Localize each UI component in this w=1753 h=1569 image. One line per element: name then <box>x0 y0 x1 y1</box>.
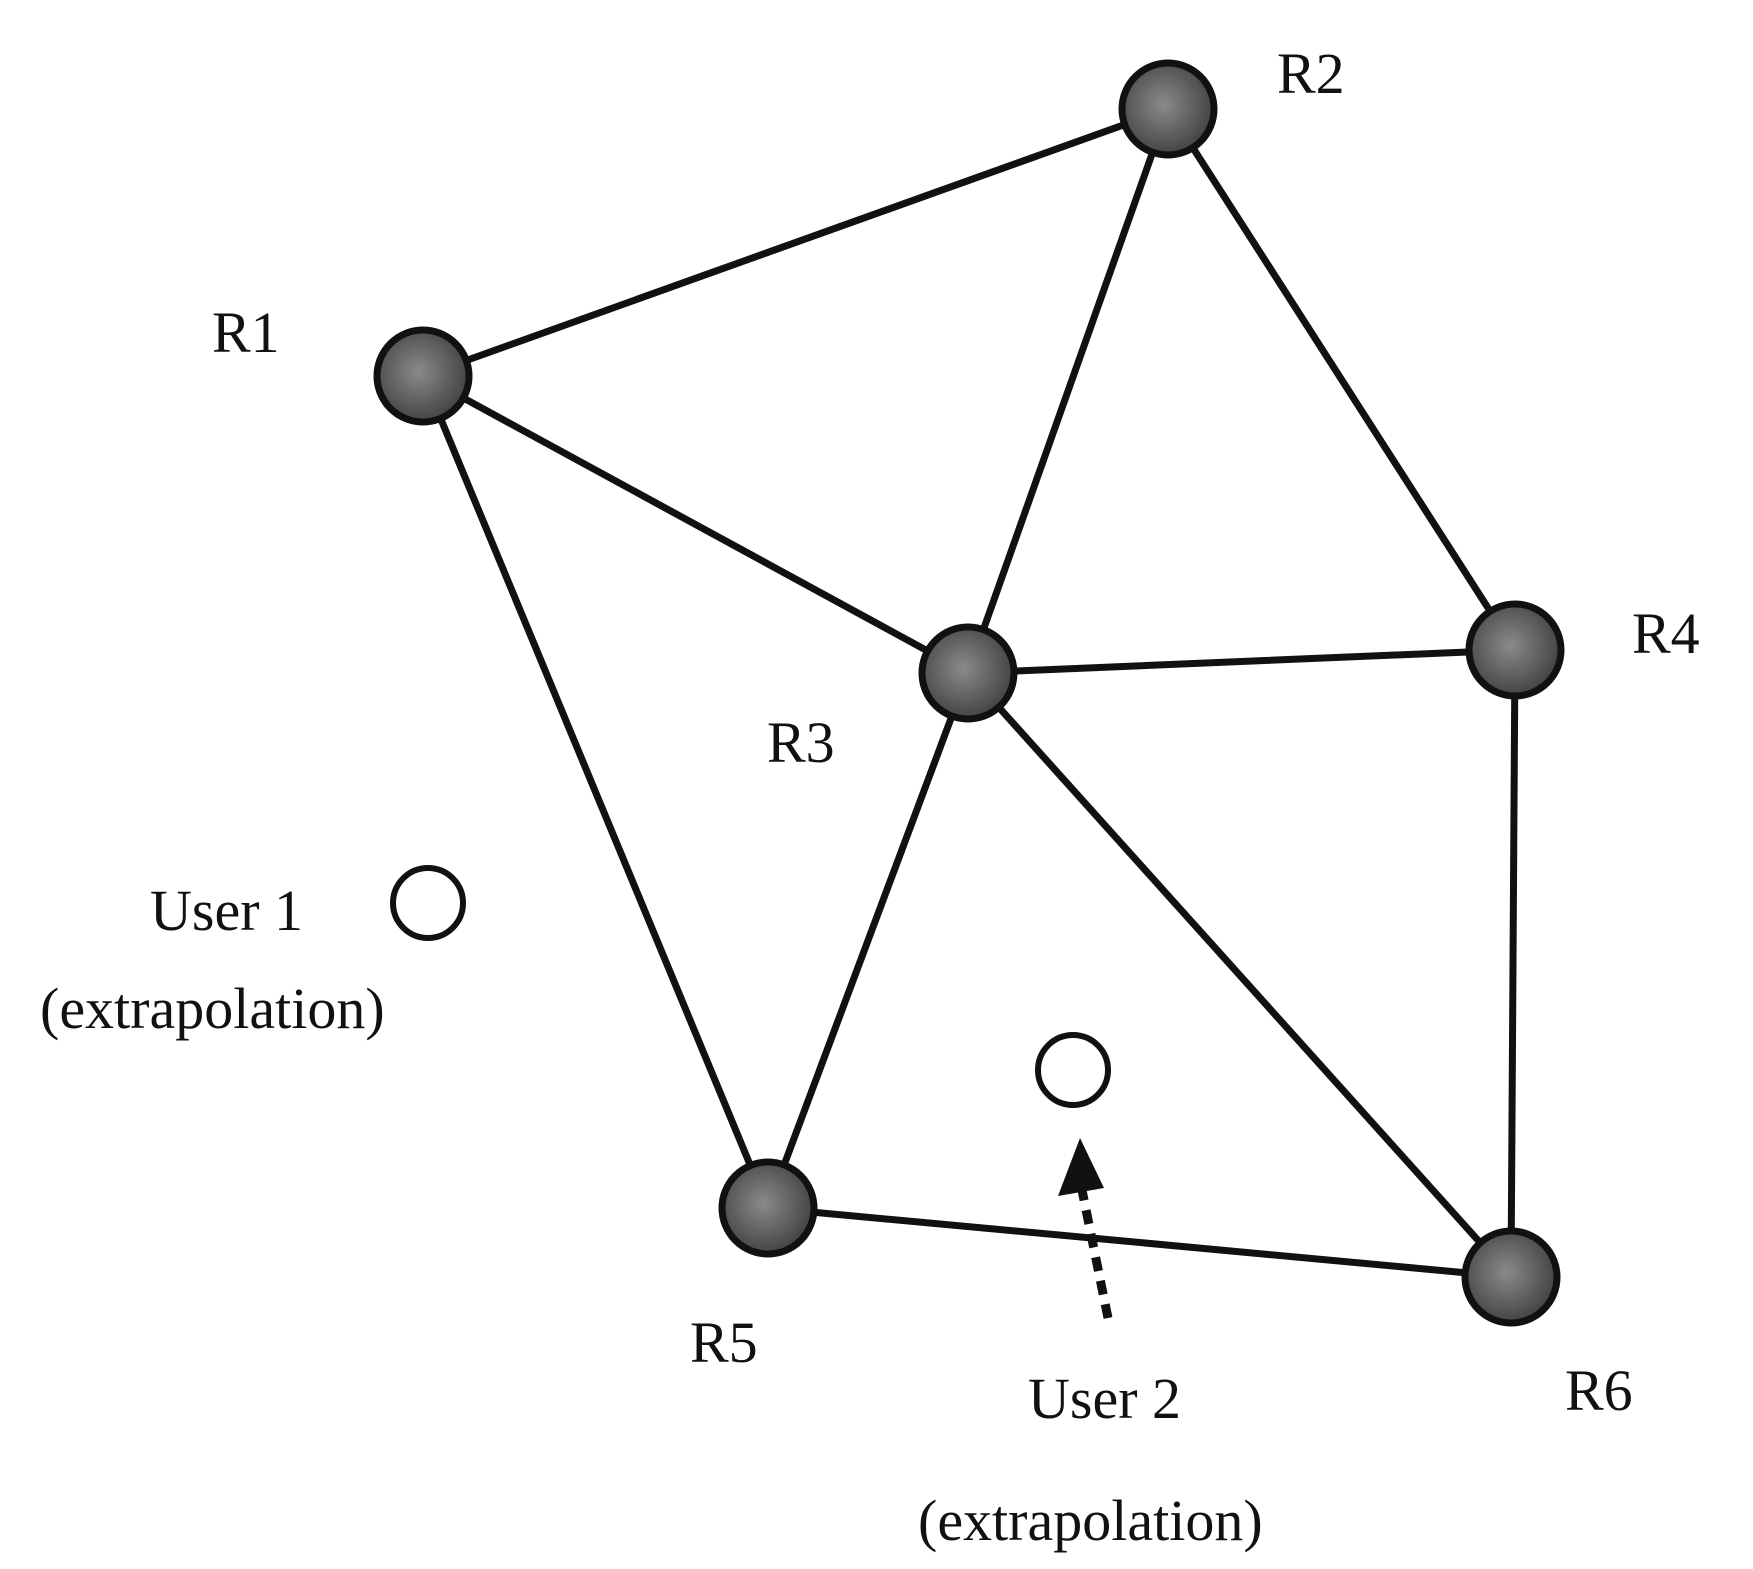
router-label-r5: R5 <box>690 1310 758 1375</box>
routers-group <box>373 59 1565 1327</box>
link-r1-r5 <box>419 372 772 1212</box>
user-2-label: User 2 <box>1028 1366 1181 1431</box>
user-2-arrow-head-icon <box>1058 1138 1104 1196</box>
link-r1-r2 <box>419 105 1172 380</box>
link-r3-r6 <box>964 669 1515 1281</box>
link-r2-r3 <box>964 105 1172 677</box>
user-1-note: (extrapolation) <box>40 976 385 1041</box>
router-label-r6: R6 <box>1565 1358 1633 1423</box>
router-node-r4 <box>1465 600 1565 700</box>
users-group: User 1 (extrapolation) User 2 (extrapola… <box>40 865 1263 1553</box>
link-r5-r6 <box>764 1204 1515 1281</box>
router-node-r2 <box>1118 59 1218 159</box>
router-node-r5 <box>718 1158 818 1258</box>
router-label-r3: R3 <box>767 710 835 775</box>
router-label-r2: R2 <box>1277 41 1345 106</box>
router-node-r3 <box>918 623 1018 723</box>
router-label-r1: R1 <box>212 300 280 365</box>
link-r3-r4 <box>964 646 1519 677</box>
user-1-label: User 1 <box>150 878 303 943</box>
router-labels-group: R1 R2 R3 R4 R5 R6 <box>212 41 1700 1423</box>
link-r1-r3 <box>419 372 972 677</box>
user-2-marker <box>1035 1032 1111 1108</box>
user-2-dotted-arrow-line <box>1077 1189 1113 1319</box>
router-node-r1 <box>373 326 473 426</box>
link-r4-r6 <box>1507 646 1519 1281</box>
router-node-r6 <box>1461 1227 1561 1327</box>
link-r2-r4 <box>1164 105 1519 654</box>
links-group <box>419 105 1519 1281</box>
router-label-r4: R4 <box>1632 601 1700 666</box>
user-2-note: (extrapolation) <box>918 1488 1263 1553</box>
user-1-marker <box>390 865 466 941</box>
link-r3-r5 <box>764 669 972 1212</box>
